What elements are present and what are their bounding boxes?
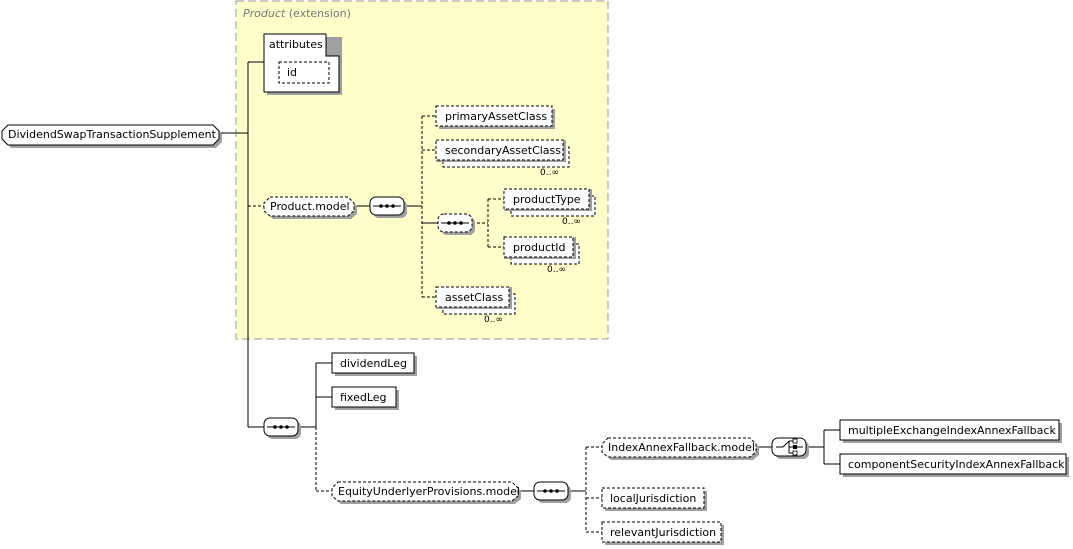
- local-jurisdiction-element[interactable]: localJurisdiction: [610, 492, 697, 505]
- asset-class-element[interactable]: assetClass: [445, 291, 504, 304]
- cardinality-product-id: 0..∞: [547, 265, 566, 275]
- product-model-shape: [263, 196, 357, 219]
- sequence-compositor-product-inner: [437, 213, 475, 235]
- equity-model-shape: [331, 481, 521, 504]
- multiple-exchange-index-annex-fallback-element[interactable]: multipleExchangeIndexAnnexFallback: [848, 424, 1056, 437]
- cardinality-asset-class: 0..∞: [484, 315, 503, 325]
- cardinality-secondary-asset-class: 0..∞: [540, 168, 559, 178]
- sequence-compositor-product: [369, 196, 407, 218]
- extension-suffix: (extension): [288, 7, 351, 20]
- sequence-compositor-main: [263, 417, 301, 439]
- primary-asset-class-element[interactable]: primaryAssetClass: [445, 110, 548, 123]
- attribute-id[interactable]: id: [287, 66, 298, 79]
- connectors: [216, 61, 840, 533]
- equity-underlyer-provisions-model-group[interactable]: EquityUnderlyerProvisions.model: [338, 485, 520, 498]
- extension-title: Product (extension): [243, 7, 351, 20]
- attributes-label: attributes: [269, 38, 323, 51]
- product-id-element[interactable]: productId: [513, 241, 566, 254]
- extension-type: Product: [243, 7, 286, 20]
- cardinality-product-type: 0..∞: [562, 217, 581, 227]
- index-annex-fallback-model-group[interactable]: IndexAnnexFallback.model: [608, 441, 755, 454]
- element-shapes: [278, 61, 1069, 545]
- index-annex-model-shape: [601, 437, 759, 460]
- dividend-leg-element[interactable]: dividendLeg: [340, 357, 407, 370]
- choice-compositor-index-annex: [771, 437, 809, 459]
- component-security-index-annex-fallback-element[interactable]: componentSecurityIndexAnnexFallback: [848, 458, 1065, 471]
- root-node-shape: [1, 124, 222, 148]
- fixed-leg-element[interactable]: fixedLeg: [340, 391, 387, 404]
- product-type-element[interactable]: productType: [513, 193, 581, 206]
- sequence-compositor-equity: [533, 481, 571, 503]
- root-element[interactable]: DividendSwapTransactionSupplement: [8, 128, 216, 141]
- product-model-group[interactable]: Product.model: [270, 200, 350, 213]
- relevant-jurisdiction-element[interactable]: relevantJurisdiction: [610, 526, 717, 539]
- secondary-asset-class-element[interactable]: secondaryAssetClass: [445, 144, 562, 157]
